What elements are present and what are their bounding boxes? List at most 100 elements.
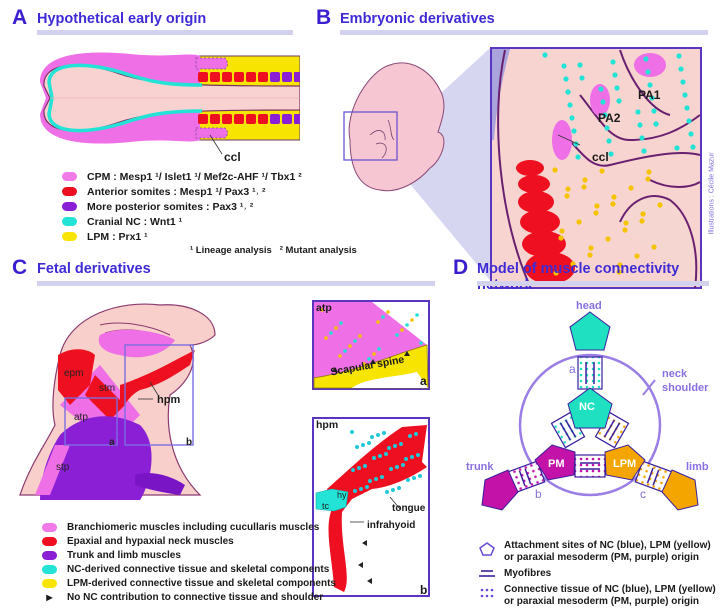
swatch-posterior-somites	[62, 202, 77, 211]
pm-pentagon	[534, 444, 576, 481]
ccl-patch-top	[195, 57, 228, 70]
swatch-anterior-somites	[62, 187, 77, 196]
ccl-muscle	[552, 120, 572, 160]
tongue-infrahyoid-muscle	[327, 425, 427, 592]
tissue-dot	[600, 99, 606, 105]
ccl-patch-bottom	[195, 127, 228, 139]
tissue-dot	[359, 487, 363, 491]
tissue-dot	[348, 344, 352, 348]
tissue-dot	[588, 245, 594, 251]
hpm-muscle	[120, 350, 195, 410]
label-trunk: trunk	[466, 461, 494, 473]
panel-d-rule	[477, 281, 709, 286]
anterior-somites	[198, 72, 268, 124]
swatch-trunk-limb	[42, 550, 57, 560]
tissue-dot	[567, 102, 573, 108]
tissue-dot	[637, 122, 643, 128]
inset-a-title: atp	[316, 302, 332, 314]
trunk-attachment-pentagon	[481, 469, 519, 511]
tissue-dot	[640, 211, 646, 217]
myofibre-icon	[479, 570, 495, 577]
panel-c-title: Fetal derivatives	[37, 261, 151, 277]
tissue-dot	[690, 144, 696, 150]
tissue-dot	[415, 313, 419, 317]
tissue-dot	[414, 432, 418, 436]
inset-a-corner: a	[420, 374, 427, 388]
legend-line: Connective tissue of NC (blue), LPM (yel…	[504, 584, 716, 595]
tissue-dot	[334, 326, 338, 330]
tissue-dot	[616, 269, 622, 275]
tissue-dot	[400, 328, 404, 332]
tissue-dot	[571, 128, 577, 134]
legend-label: Cranial NC : Wnt1 ¹	[87, 215, 183, 228]
tissue-dot	[587, 252, 593, 258]
tissue-dot	[419, 341, 423, 345]
tissue-dot	[639, 135, 645, 141]
trunk-limb-muscle	[40, 416, 152, 500]
label-nc: NC	[579, 401, 595, 413]
tissue-dot	[367, 357, 371, 361]
tissue-dot	[353, 489, 357, 493]
tissue-dot	[680, 79, 686, 85]
legend-line: or paraxial mesoderm (PM, purple) origin	[504, 596, 700, 607]
pa2-muscle	[590, 84, 610, 116]
dots-icon	[480, 588, 494, 598]
legend-label: More posterior somites : Pax3 ¹˒ ²	[87, 200, 254, 213]
legend-label: No NC contribution to connective tissue …	[67, 591, 324, 603]
tissue-dot	[382, 431, 386, 435]
tissue-dot	[418, 474, 422, 478]
head-attachment-pentagon	[569, 311, 611, 351]
tissue-dot	[380, 475, 384, 479]
panel-b-title: Embryonic derivatives	[340, 11, 495, 27]
nc-pentagon	[567, 387, 613, 429]
tissue-dot	[553, 270, 559, 276]
tissue-dot	[406, 478, 410, 482]
nc-dots	[542, 52, 696, 160]
panel-d-letter: D	[453, 256, 469, 279]
label-pm: PM	[548, 458, 565, 470]
pa1-muscle	[634, 53, 666, 77]
legend-item-lpm-derived: LPM-derived connective tissue and skelet…	[42, 576, 336, 590]
panel-a-rule	[37, 30, 293, 35]
tissue-dot	[358, 334, 362, 338]
tissue-dot	[558, 235, 564, 241]
tissue-dot	[611, 194, 617, 200]
tissue-dot	[610, 201, 616, 207]
panel-a-letter: A	[12, 6, 28, 29]
panel-b-rule	[340, 30, 708, 35]
tissue-dot	[594, 203, 600, 209]
tissue-dot	[565, 89, 571, 95]
swatch-branchiomeric	[42, 522, 57, 532]
legend-item-nc-derived: NC-derived connective tissue and skeleta…	[42, 562, 336, 576]
tissue-dot	[376, 433, 380, 437]
tissue-dot	[678, 66, 684, 72]
tissue-dot	[395, 465, 399, 469]
tissue-dot	[643, 56, 649, 62]
tissue-dot	[608, 151, 614, 157]
label-a: a	[569, 362, 576, 376]
tissue-dot	[612, 72, 618, 78]
swatch-epaxial	[42, 536, 57, 546]
lpm-dots	[552, 167, 663, 276]
legend-line: Attachment sites of NC (blue), LPM (yell…	[504, 540, 711, 551]
tissue-dot	[350, 430, 354, 434]
swatch-nc-derived	[42, 564, 57, 574]
legend-item-attachment: Attachment sites of NC (blue), LPM (yell…	[478, 540, 716, 564]
label-hpm: hpm	[157, 394, 181, 406]
tissue-dot	[651, 244, 657, 250]
limb-attachment-pentagon	[661, 469, 699, 511]
label-lpm: LPM	[613, 458, 637, 470]
tissue-dot	[610, 59, 616, 65]
tissue-dot	[564, 193, 570, 199]
label-infrahyoid: infrahyoid	[367, 520, 416, 531]
label-stp: stp	[56, 462, 70, 473]
legend-item-cpm: CPM : Mesp1 ¹/ Islet1 ¹/ Mef2c-AHF ¹/ Tb…	[62, 169, 302, 184]
tissue-dot	[598, 86, 604, 92]
tissue-dot	[389, 467, 393, 471]
tissue-dot	[577, 62, 583, 68]
tissue-dot	[657, 202, 663, 208]
inset-b-hypaxial	[312, 417, 430, 597]
tissue-dot	[653, 121, 659, 127]
posterior-somites	[270, 72, 300, 124]
legend-item-posterior-somites: More posterior somites : Pax3 ¹˒ ²	[62, 199, 302, 214]
